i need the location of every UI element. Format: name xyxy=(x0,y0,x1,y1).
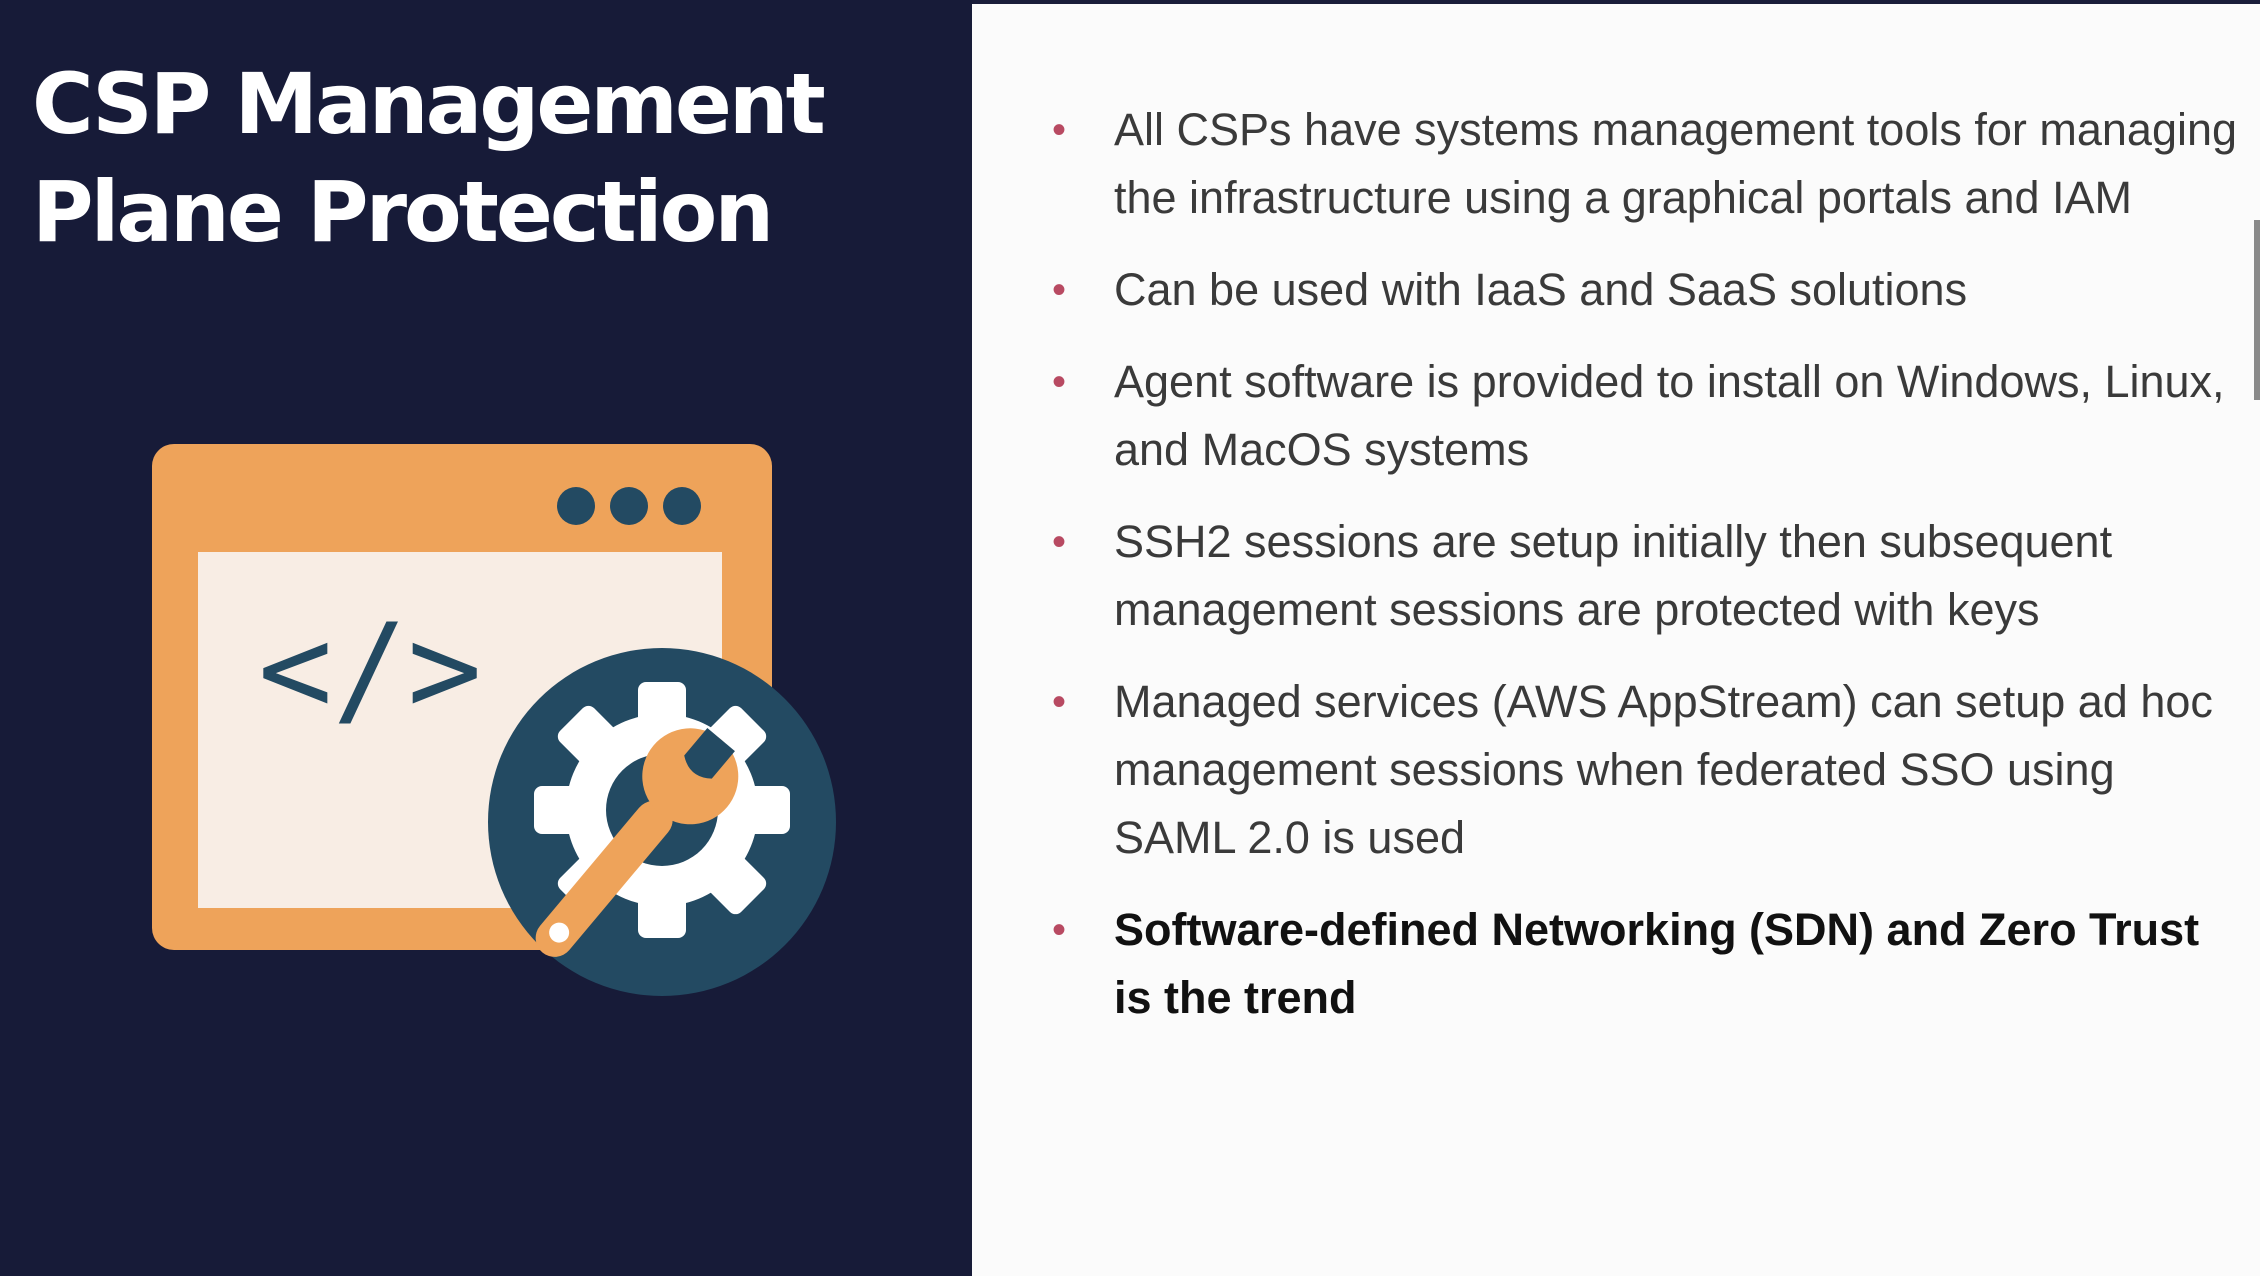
bullet-marker: • xyxy=(1052,108,1067,152)
bullet-list: • All CSPs have systems management tools… xyxy=(1048,96,2238,1056)
bullet-item: • Managed services (AWS AppStream) can s… xyxy=(1048,668,2238,872)
left-panel: CSP Management Plane Protection </> xyxy=(0,0,972,1276)
bullet-item: • Can be used with IaaS and SaaS solutio… xyxy=(1048,256,2238,324)
bullet-marker: • xyxy=(1052,360,1067,404)
bullet-text: Can be used with IaaS and SaaS solutions xyxy=(1114,264,1968,315)
right-panel xyxy=(972,4,2260,1276)
bullet-item: • All CSPs have systems management tools… xyxy=(1048,96,2238,232)
bullet-text: Managed services (AWS AppStream) can set… xyxy=(1114,676,2213,863)
bullet-item: • SSH2 sessions are setup initially then… xyxy=(1048,508,2238,644)
bullet-text: SSH2 sessions are setup initially then s… xyxy=(1114,516,2113,635)
bullet-text: All CSPs have systems management tools f… xyxy=(1114,104,2238,223)
bullet-marker: • xyxy=(1052,680,1067,724)
code-brackets-icon: </> xyxy=(258,598,482,742)
bullet-text: Agent software is provided to install on… xyxy=(1114,356,2225,475)
title-line-2: Plane Protection xyxy=(32,163,774,261)
gear-wrench-icon xyxy=(488,648,836,996)
slide-title: CSP Management Plane Protection xyxy=(32,50,932,266)
bullet-text-emphasis: Software-defined Networking (SDN) and Ze… xyxy=(1114,904,2200,1023)
bullet-marker: • xyxy=(1052,908,1067,952)
title-line-1: CSP Management xyxy=(32,55,826,153)
management-illustration: </> xyxy=(152,444,836,996)
bullet-marker: • xyxy=(1052,520,1067,564)
bullet-item-emphasis: • Software-defined Networking (SDN) and … xyxy=(1048,896,2238,1032)
scrollbar[interactable] xyxy=(2254,220,2260,400)
bullet-marker: • xyxy=(1052,268,1067,312)
bullet-item: • Agent software is provided to install … xyxy=(1048,348,2238,484)
